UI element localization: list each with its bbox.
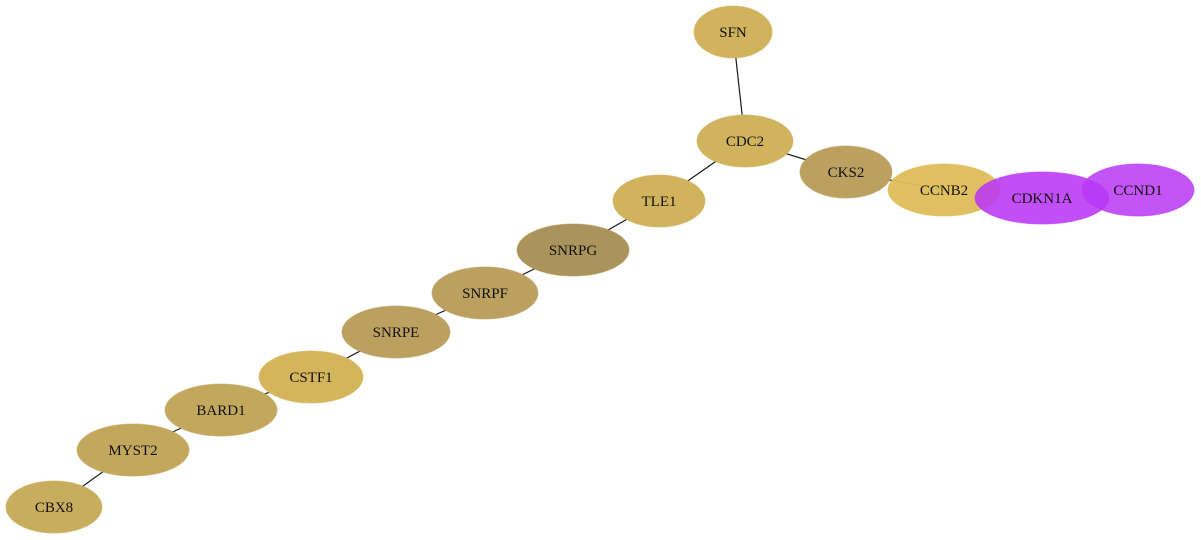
node-cks2[interactable]: CKS2	[799, 145, 893, 199]
node-snrpe[interactable]: SNRPE	[341, 305, 451, 359]
node-cstf1[interactable]: CSTF1	[258, 350, 364, 404]
node-shape[interactable]	[431, 266, 539, 320]
node-ccnd1[interactable]: CCND1	[1081, 163, 1195, 217]
node-label: CDKN1A	[1012, 191, 1073, 207]
node-cdkn1a[interactable]: CDKN1A	[974, 171, 1110, 225]
node-label: SFN	[719, 25, 747, 41]
node-label: BARD1	[196, 403, 245, 419]
node-label: MYST2	[108, 443, 157, 459]
node-shape[interactable]	[799, 145, 893, 199]
node-shape[interactable]	[341, 305, 451, 359]
node-tle1[interactable]: TLE1	[612, 174, 706, 228]
node-bard1[interactable]: BARD1	[164, 383, 278, 437]
node-myst2[interactable]: MYST2	[76, 423, 190, 477]
node-label: CDC2	[726, 134, 764, 150]
node-shape[interactable]	[693, 5, 773, 59]
node-shape[interactable]	[76, 423, 190, 477]
node-label: CBX8	[35, 500, 73, 516]
node-shape[interactable]	[516, 223, 630, 277]
node-label: SNRPG	[549, 243, 598, 259]
node-label: CCNB2	[920, 183, 968, 199]
node-shape[interactable]	[5, 480, 103, 534]
node-snrpg[interactable]: SNRPG	[516, 223, 630, 277]
node-ccnb2[interactable]: CCNB2	[887, 163, 1001, 217]
node-label: TLE1	[642, 194, 677, 210]
node-snrpf[interactable]: SNRPF	[431, 266, 539, 320]
node-sfn[interactable]: SFN	[693, 5, 773, 59]
node-shape[interactable]	[696, 114, 794, 168]
node-label: CCND1	[1113, 183, 1162, 199]
node-shape[interactable]	[164, 383, 278, 437]
node-shape[interactable]	[612, 174, 706, 228]
node-shape[interactable]	[258, 350, 364, 404]
node-shape[interactable]	[1081, 163, 1195, 217]
node-label: CKS2	[828, 165, 865, 181]
node-label: CSTF1	[289, 370, 332, 386]
node-cdc2[interactable]: CDC2	[696, 114, 794, 168]
node-cbx8[interactable]: CBX8	[5, 480, 103, 534]
node-label: SNRPE	[373, 325, 420, 341]
node-label: SNRPF	[462, 286, 508, 302]
